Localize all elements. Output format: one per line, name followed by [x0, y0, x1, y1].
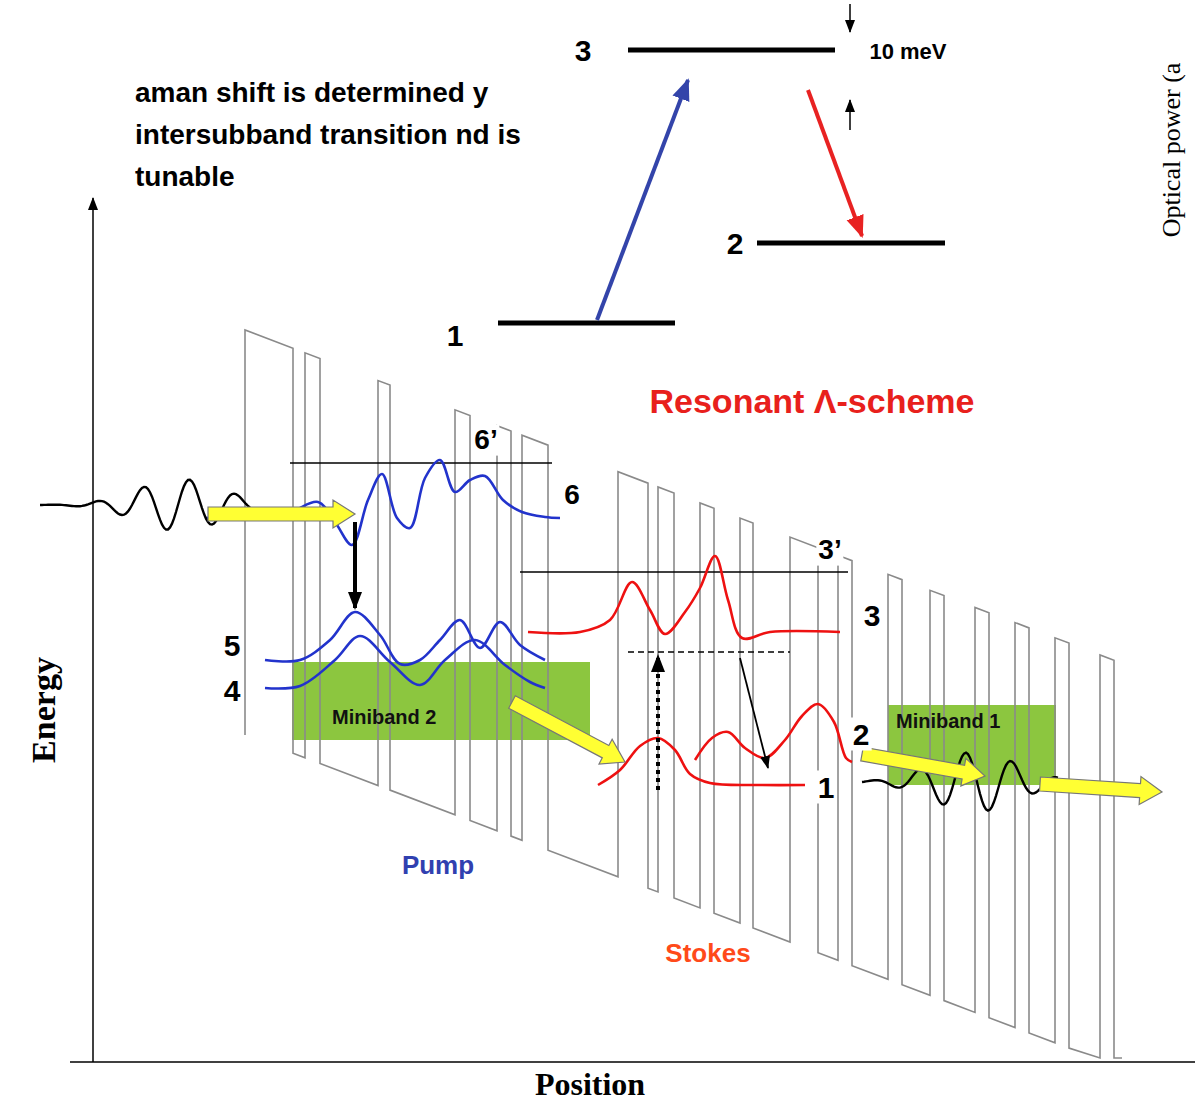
region-label: Stokes — [663, 939, 752, 968]
virtual-level — [628, 651, 790, 653]
level-number: 6’ — [472, 425, 499, 456]
level-number: 6 — [562, 480, 582, 511]
wavefunction-3 — [528, 556, 840, 639]
quantum-well-profile — [245, 330, 1122, 1058]
miniband-label: Miniband 1 — [896, 710, 1000, 733]
dimension-arrow — [849, 100, 851, 130]
raman-emission-arrow — [740, 658, 768, 768]
energy-axis — [92, 198, 94, 1062]
miniband: Miniband 1 — [888, 705, 1056, 785]
dimension-arrow — [849, 4, 851, 32]
level-line — [520, 571, 848, 573]
level-number: 3 — [573, 34, 594, 67]
pump-arrow — [597, 80, 688, 320]
level-line — [757, 241, 945, 246]
level-number: 4 — [222, 674, 243, 707]
position-axis — [70, 1061, 1195, 1063]
region-label: Pump — [400, 851, 476, 880]
level-number: 2 — [851, 718, 872, 751]
wavefunction-2 — [695, 704, 852, 762]
electron-flow-arrow — [509, 696, 625, 764]
level-number: 3 — [862, 599, 883, 632]
electron-flow-arrow — [208, 500, 355, 528]
miniband-label: Miniband 2 — [332, 706, 436, 729]
axis-label: Energy — [25, 655, 62, 765]
wavefunction-1 — [598, 738, 805, 785]
conduction-band — [245, 330, 1122, 1058]
level-line — [498, 321, 675, 326]
stokes-arrow — [808, 90, 862, 236]
laser-transition-arrow — [353, 522, 357, 608]
level-number: 3’ — [816, 535, 843, 566]
level-line — [628, 48, 835, 53]
level-number: 1 — [445, 319, 466, 352]
miniband: Miniband 2 — [292, 662, 590, 740]
wavefunction-5 — [265, 612, 545, 665]
input-wave — [40, 480, 250, 530]
energy-spacing: 10 meV — [867, 40, 948, 64]
scheme-title: Resonant Λ-scheme — [648, 383, 977, 420]
electron-flow-arrow — [1040, 777, 1162, 805]
axis-label: Position — [533, 1067, 647, 1102]
wavefunction-6 — [205, 460, 560, 545]
level-number: 1 — [816, 771, 837, 804]
electron-flow-arrow — [861, 747, 985, 786]
wavefunction-4 — [265, 636, 545, 689]
level-number: 2 — [725, 227, 746, 260]
level-number: 5 — [222, 629, 243, 662]
level-line — [290, 462, 552, 464]
pump-absorption-arrow — [656, 656, 660, 790]
note-text: aman shift is determined y intersubband … — [135, 72, 575, 198]
miniband-fill — [292, 662, 590, 740]
axis-label: Optical power (a — [1158, 61, 1187, 240]
